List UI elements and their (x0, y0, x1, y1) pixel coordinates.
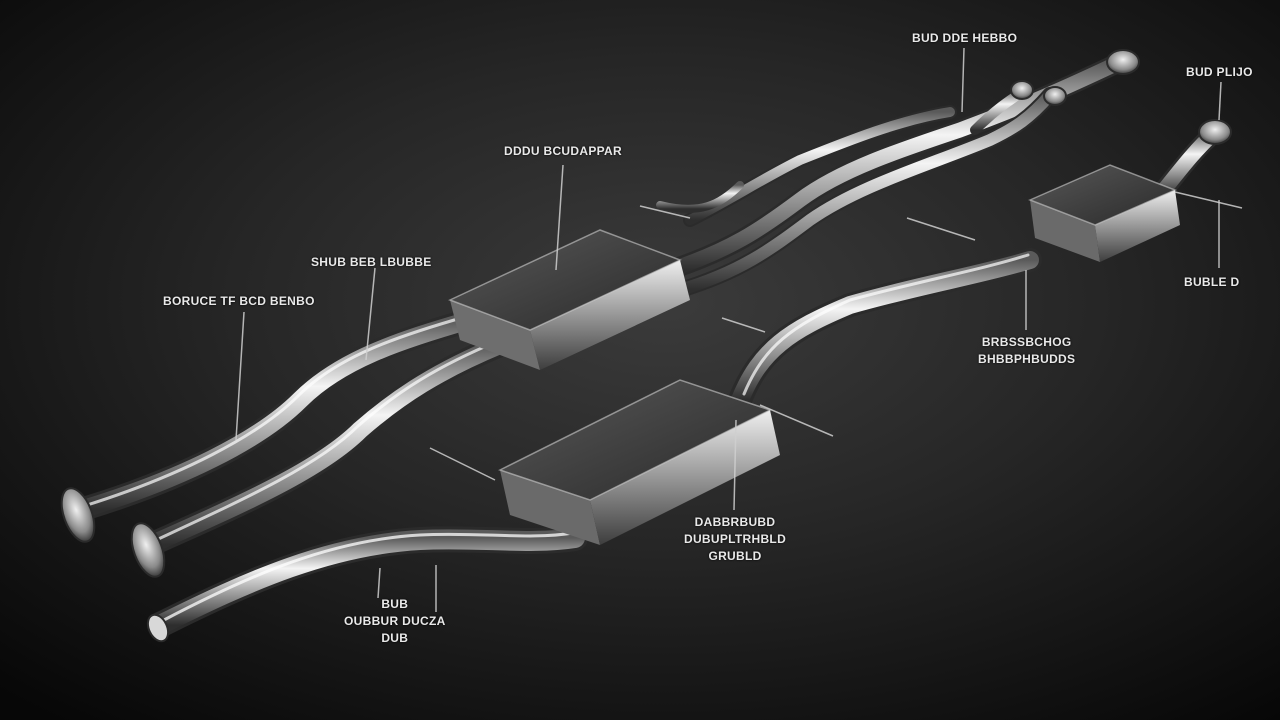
manifold-flanges (1010, 80, 1067, 106)
callout-text: DUBUPLTRHBLD (684, 532, 787, 546)
left-flange (60, 487, 96, 543)
bottom-pipe-end (146, 613, 170, 643)
callout-bottom-left: BUB OUBBUR DUCZA DUB (344, 596, 446, 647)
callout-text: BUBLE D (1184, 275, 1240, 289)
bottom-tail-pipe (147, 525, 588, 638)
left-intake-pipe (68, 308, 482, 522)
callout-text: BUD PLIJO (1186, 65, 1253, 79)
second-intake-pipe (138, 333, 512, 557)
right-muffler (1028, 164, 1180, 262)
callout-text: BUD DDE HEBBO (912, 31, 1018, 45)
right-connecting-pipe (728, 248, 1042, 412)
callout-far-left: BORUCE TF BCD BENBO (163, 293, 315, 310)
callout-text: GRUBLD (708, 549, 762, 563)
callout-text: SHUB BEB LBUBBE (311, 255, 432, 269)
callout-text: BUB (381, 597, 409, 611)
top-right-flange (1106, 49, 1140, 75)
callout-right-center: BRBSSBCHOG BHBBPHBUDDS (978, 334, 1075, 368)
callout-right-edge: BUBLE D (1184, 274, 1239, 291)
callout-text: OUBBUR DUCZA (344, 614, 446, 628)
callout-text: BRBSSBCHOG (981, 335, 1072, 349)
callout-text: BHBBPHBUDDS (978, 352, 1076, 366)
lower-muffler (498, 379, 780, 545)
right-tip-flange (1198, 119, 1232, 145)
callout-top-center: BUD DDE HEBBO (912, 30, 1017, 47)
front-muffler (448, 229, 690, 370)
callout-text: DABBRBUBD (694, 515, 776, 529)
callout-text: DUB (381, 631, 409, 645)
callout-mid-left: SHUB BEB LBUBBE (311, 254, 432, 271)
callout-leader-lines (235, 47, 1243, 612)
upper-manifold-pipes (656, 52, 1130, 298)
callout-upper-center: DDDU BCUDAPPAR (504, 143, 622, 160)
callout-text: BORUCE TF BCD BENBO (163, 294, 315, 308)
callout-lower-center: DABBRBUBD DUBUPLTRHBLD GRUBLD (684, 514, 786, 565)
second-flange (130, 522, 166, 578)
callout-text: DDDU BCUDAPPAR (504, 144, 622, 158)
callout-top-right: BUD PLIJO (1186, 64, 1253, 81)
